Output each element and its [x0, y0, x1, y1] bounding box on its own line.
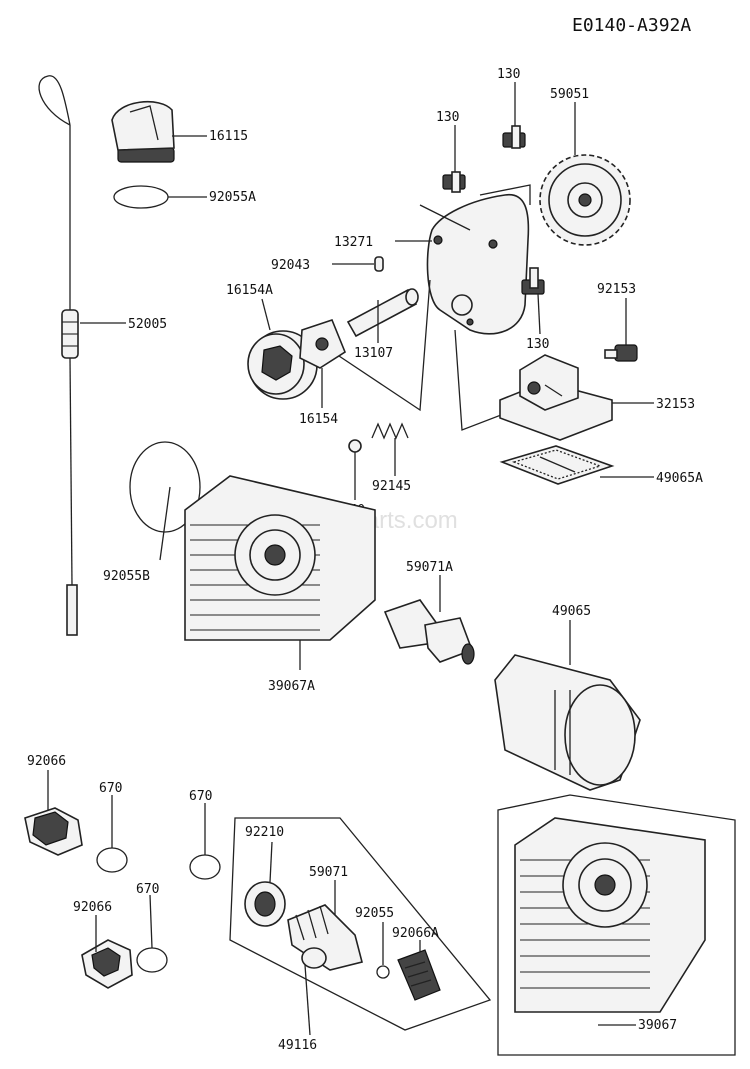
leader-49116: [304, 964, 311, 1036]
gear-59051-part[interactable]: [539, 154, 631, 246]
oil-cap-part[interactable]: [111, 100, 175, 163]
leader-92210: [269, 841, 273, 883]
plug-92066a-part[interactable]: [397, 949, 441, 1001]
label-39067: 39067: [638, 1018, 677, 1033]
washer-670-lower-part[interactable]: [136, 947, 168, 973]
o-ring-92055a-part[interactable]: [113, 185, 169, 209]
valve-59071-part[interactable]: [287, 904, 363, 971]
oil-filter-49065-part[interactable]: [494, 654, 641, 791]
guide-lines-mid: [329, 279, 431, 412]
label-49065: 49065: [552, 604, 591, 619]
bolt-130-left-part[interactable]: [442, 171, 466, 193]
label-670b: 670: [136, 882, 159, 897]
shaft-13107-part[interactable]: [346, 288, 419, 338]
label-32153: 32153: [656, 397, 695, 412]
label-49065a: 49065A: [656, 471, 703, 486]
label-13271: 13271: [334, 235, 373, 250]
bolt-130-lower-part[interactable]: [521, 267, 545, 295]
label-92210: 92210: [245, 825, 284, 840]
label-92055: 92055: [355, 906, 394, 921]
label-52005: 52005: [128, 317, 167, 332]
pump-cover-13271-part[interactable]: [426, 193, 530, 335]
drain-plug-92066-lower-part[interactable]: [81, 939, 133, 989]
label-39067a: 39067A: [268, 679, 315, 694]
label-49116: 49116: [278, 1038, 317, 1053]
label-130c: 130: [526, 337, 549, 352]
label-92055b: 92055B: [103, 569, 150, 584]
label-92153: 92153: [597, 282, 636, 297]
diagram-code: E0140-A392A: [572, 15, 691, 36]
label-92055a: 92055A: [209, 190, 256, 205]
label-130b: 130: [497, 67, 520, 82]
spring-92145-part[interactable]: [371, 422, 409, 440]
label-59051: 59051: [550, 87, 589, 102]
o-ring-92055-part[interactable]: [376, 965, 390, 979]
label-16154: 16154: [299, 412, 338, 427]
label-59071a: 59071A: [406, 560, 453, 575]
washer-670-mid-part[interactable]: [189, 854, 221, 880]
label-92066a: 92066: [27, 754, 66, 769]
cap-92210-part[interactable]: [244, 881, 286, 927]
label-16115: 16115: [209, 129, 248, 144]
label-92145: 92145: [372, 479, 411, 494]
leader-92055b: [159, 486, 171, 561]
bolt-92153-part[interactable]: [604, 344, 638, 362]
washer-670-upper-part[interactable]: [96, 847, 128, 873]
pin-92043-part[interactable]: [374, 256, 384, 272]
oil-cooler-39067a-part[interactable]: [184, 475, 376, 641]
o-ring-92055b-part[interactable]: [129, 441, 201, 533]
leader-130c: [537, 293, 541, 335]
dipstick-part[interactable]: [38, 75, 79, 636]
label-130a: 130: [436, 110, 459, 125]
label-670a: 670: [99, 781, 122, 796]
fitting-59071a-part[interactable]: [383, 599, 475, 665]
ball-92140-part[interactable]: [348, 439, 362, 453]
valve-body-32153-part[interactable]: [499, 354, 613, 441]
label-670c: 670: [189, 789, 212, 804]
assembly-outline-49116: [229, 817, 492, 1031]
inner-rotor-16154-part[interactable]: [299, 319, 346, 369]
label-16154a: 16154A: [226, 283, 273, 298]
gasket-49065a-part[interactable]: [499, 445, 615, 485]
label-59071: 59071: [309, 865, 348, 880]
label-92066a-upper: 92066A: [392, 926, 439, 941]
label-13107: 13107: [354, 346, 393, 361]
guide-lines-top: [419, 184, 531, 231]
cooler-39067-box: [497, 794, 736, 1056]
bolt-130-right-part[interactable]: [502, 125, 526, 149]
leader-16154a: [261, 298, 271, 331]
leader-670b: [149, 894, 153, 949]
drain-plug-92066-upper-part[interactable]: [24, 807, 83, 856]
label-92043: 92043: [271, 258, 310, 273]
oil-cooler-39067-part[interactable]: [514, 817, 706, 1013]
label-92066b: 92066: [73, 900, 112, 915]
